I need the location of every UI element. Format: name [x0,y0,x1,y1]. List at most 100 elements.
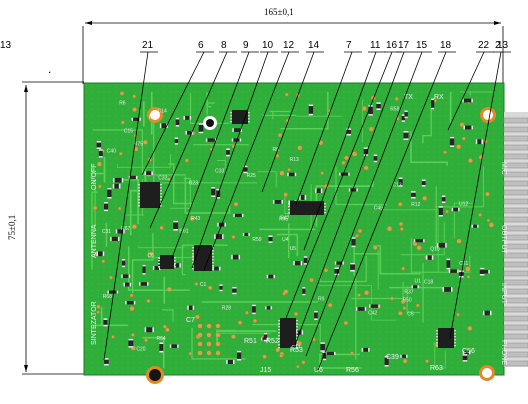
smd-pad [239,138,242,142]
component-label: C15 [124,129,133,135]
edge-pin [503,252,528,259]
edge-pin [503,171,528,178]
ic-pin [158,263,160,265]
via [402,306,407,310]
via [231,235,236,239]
via [372,245,378,250]
edge-pin [503,351,528,358]
smd-pad [270,306,273,310]
smd-pad [475,139,478,145]
trace [92,129,186,176]
smd-pad [348,172,350,176]
label-tx: TX [404,94,413,101]
smd-part [231,138,242,142]
via [296,364,300,369]
smd-pad [348,188,351,192]
leader-line [305,51,423,357]
via [485,191,490,197]
smd-pad [468,350,471,355]
ic-pin [192,259,194,261]
smd-pad [103,324,108,327]
trace [138,244,185,249]
smd-part [436,242,447,248]
edge-pin [503,324,528,331]
via [194,314,200,320]
ic-pin [278,323,280,325]
ic-pin [160,190,162,192]
label-c39: C39 [386,354,399,361]
smd-pad [107,187,112,190]
via [361,106,367,112]
pcb-board: ON/OFF ANTENNA SINTEZATOR MIC OUTPUT INP… [83,82,528,384]
via [275,347,281,353]
smd-part [142,264,146,275]
label-sintezator: SINTEZATOR [91,301,98,345]
leader-line [303,51,377,251]
mounting-holes [146,107,496,384]
ic-chips [138,110,456,349]
smd-pad [369,304,371,308]
silkscreen-labels: ON/OFF ANTENNA SINTEZATOR MIC OUTPUT INP… [91,94,507,374]
via [402,358,408,364]
via-pin [197,341,203,347]
ic-pin [296,347,298,349]
smd-pad [179,263,181,268]
smd-pad [125,301,127,305]
smd-part [462,350,471,355]
smd-pad [462,350,465,355]
via [132,107,138,113]
ic-u4 [290,201,324,215]
smd-pad [104,209,109,212]
ic-pin [230,118,232,120]
smd-pad [272,200,275,204]
smd-pad [471,98,473,103]
via [283,192,288,197]
smd-pad [373,154,378,157]
dimension-top: 165±0,1 [82,7,504,84]
smd-part [361,347,370,352]
smd-pad [159,123,162,129]
smd-part [231,254,241,260]
via [400,299,406,305]
smd-pad [174,143,179,145]
smd-pad [304,194,307,200]
component-label: C46 [374,206,383,212]
smd-pad [368,114,373,116]
leader-line [447,51,485,131]
smd-part [252,304,256,315]
ic-pin [248,121,250,123]
smd-part [242,232,250,236]
label-input: INPUT [500,283,507,305]
via [355,233,359,238]
trace [460,91,495,96]
smd-pad [214,234,216,240]
smd-pad [446,267,451,270]
ic-pin [212,262,214,264]
ic-pin [138,187,140,189]
smd-pad [185,130,187,135]
component-label: U1 [415,279,422,285]
via [323,268,329,273]
smd-pad [339,172,341,176]
via [357,293,361,297]
via-pin [197,332,203,338]
ic-pin [212,253,214,255]
ic-u12 [280,318,296,348]
via [296,340,303,347]
hole-bottom-left-drill [149,369,161,381]
leader-line [295,51,353,206]
component-label: C31 [102,229,111,235]
trace [142,336,165,368]
smd-part [482,270,490,274]
smd-pad [139,117,141,121]
callout-6: 6 [198,40,204,51]
edge-pin [503,360,528,367]
smd-part [350,262,355,272]
trace [127,246,190,291]
component-label: R59 [252,237,261,243]
component-label: C51 [459,261,468,267]
ic-pin [278,326,280,328]
component-label: C14 [158,109,167,115]
smd-pad [302,287,306,289]
smd-pad [174,137,179,140]
